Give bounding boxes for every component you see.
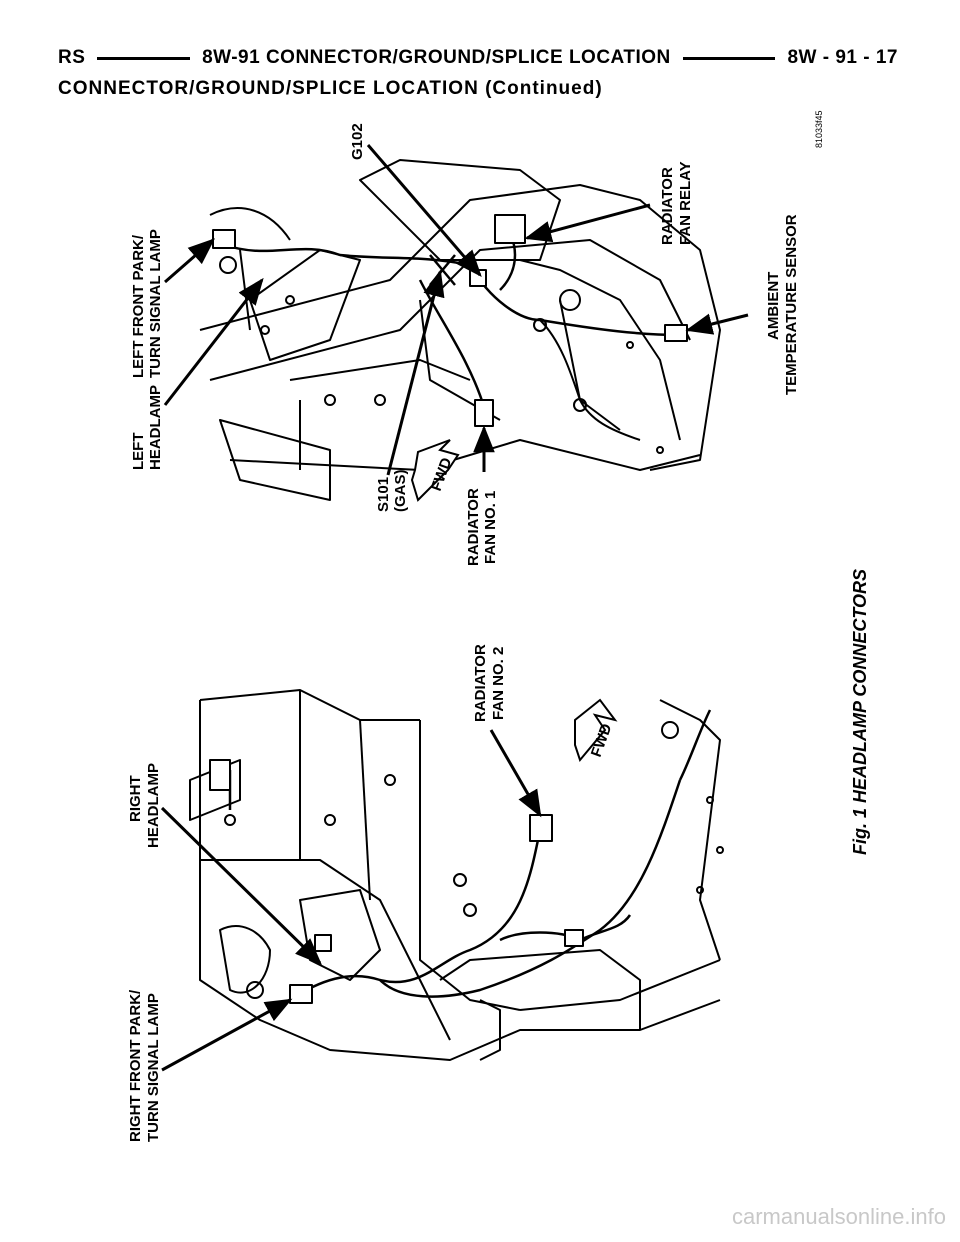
- label-radiator-fan-2-2: FAN NO. 2: [490, 647, 507, 720]
- header-right: 8W - 91 - 17: [787, 47, 898, 68]
- arrow-right-park-lamp: [161, 998, 293, 1072]
- watermark: carmanualsonline.info: [731, 1204, 946, 1229]
- label-radiator-fan-relay-1: RADIATOR: [659, 167, 676, 245]
- arrow-radiator-fan-relay: [524, 203, 651, 243]
- arrow-g102: [366, 144, 482, 278]
- label-right-park-1: RIGHT FRONT PARK/: [127, 989, 144, 1142]
- arrow-left-headlamp: [163, 277, 264, 406]
- label-radiator-fan-2-1: RADIATOR: [472, 644, 489, 722]
- label-left-headlamp-2: HEADLAMP: [147, 385, 164, 470]
- label-right-headlamp-2: HEADLAMP: [145, 763, 162, 848]
- fwd-arrow-top: FWD: [410, 439, 460, 502]
- label-left-headlamp-1: LEFT: [130, 433, 147, 471]
- upper-drawing: [199, 159, 721, 501]
- label-s101-1: S101: [375, 477, 392, 512]
- arrow-s101: [386, 269, 445, 476]
- label-right-park-2: TURN SIGNAL LAMP: [145, 993, 162, 1142]
- arrow-ambient-sensor: [685, 313, 749, 335]
- figure-caption: Fig. 1 HEADLAMP CONNECTORS: [850, 569, 870, 855]
- label-s101-2: (GAS): [392, 470, 409, 513]
- header-center: 8W-91 CONNECTOR/GROUND/SPLICE LOCATION: [202, 47, 671, 68]
- lower-drawing: [189, 689, 724, 1061]
- label-radiator-fan-relay-2: FAN RELAY: [677, 161, 694, 245]
- label-right-headlamp-1: RIGHT: [127, 775, 144, 822]
- header-rule-right: [682, 56, 776, 60]
- label-g102: G102: [349, 123, 366, 160]
- figure-id-code: 81033f45: [814, 110, 824, 148]
- label-left-park-2: TURN SIGNAL LAMP: [147, 229, 164, 378]
- label-radiator-fan-1-2: FAN NO. 1: [482, 491, 499, 564]
- section-subheader: CONNECTOR/GROUND/SPLICE LOCATION (Contin…: [58, 78, 603, 99]
- label-left-park-1: LEFT FRONT PARK/: [130, 234, 147, 378]
- arrow-left-park-lamp: [164, 238, 216, 284]
- label-ambient-2: TEMPERATURE SENSOR: [783, 214, 800, 395]
- label-radiator-fan-1-1: RADIATOR: [465, 488, 482, 566]
- fwd-arrow-bottom: FWD: [574, 698, 618, 763]
- header-rule-left: [97, 56, 191, 60]
- arrow-radiator-fan-2: [489, 729, 542, 818]
- figure-labels: LEFT HEADLAMP LEFT FRONT PARK/ TURN SIGN…: [127, 110, 870, 1142]
- header-left: RS: [58, 47, 86, 68]
- arrow-right-headlamp: [160, 806, 322, 965]
- page-header: RS 8W-91 CONNECTOR/GROUND/SPLICE LOCATIO…: [58, 44, 898, 72]
- leader-arrows: [160, 144, 749, 1072]
- label-ambient-1: AMBIENT: [765, 272, 782, 340]
